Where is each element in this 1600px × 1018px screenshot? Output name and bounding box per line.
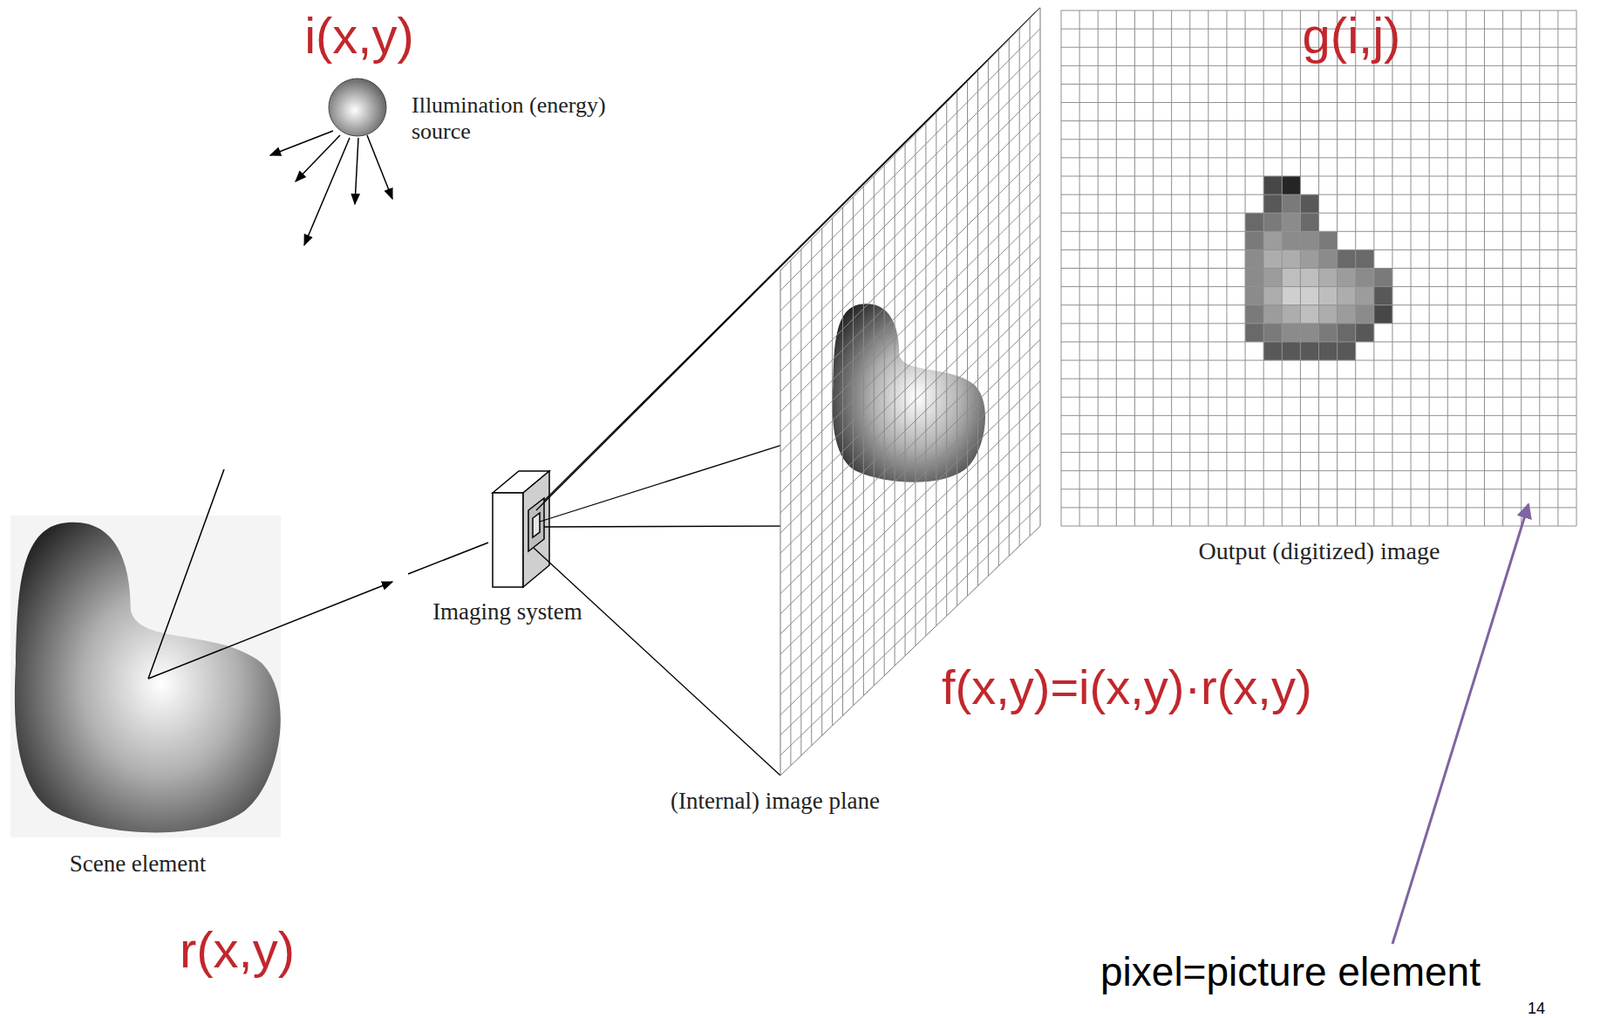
note-text: pixel=picture element: [1100, 948, 1481, 995]
output-grid: [1061, 10, 1577, 526]
scene-blob: [14, 522, 281, 833]
part-label: Output (digitized) image: [1198, 537, 1441, 566]
plane-grid: [780, 18, 1041, 766]
part-label: Imaging system: [432, 598, 583, 626]
scene-ground: [10, 515, 281, 838]
math-symbol: g(i,j): [1302, 6, 1402, 66]
reflection-rays: [148, 469, 489, 679]
page-number: 14: [1527, 999, 1546, 1018]
part-label: Scene element: [69, 850, 207, 878]
output-image: [1061, 10, 1577, 526]
part-label: (Internal) image plane: [670, 787, 880, 815]
math-symbol: r(x,y): [179, 920, 295, 980]
imaging-system: [492, 470, 550, 587]
light-source: [328, 78, 387, 137]
part-label: Illumination (energy) source: [411, 92, 656, 145]
formula: f(x,y)=i(x,y)·r(x,y): [941, 659, 1313, 715]
math-symbol: i(x,y): [304, 6, 415, 66]
projected-blob: [832, 303, 986, 483]
light-rays: [270, 130, 393, 246]
pointer-arrow: [1392, 503, 1529, 944]
